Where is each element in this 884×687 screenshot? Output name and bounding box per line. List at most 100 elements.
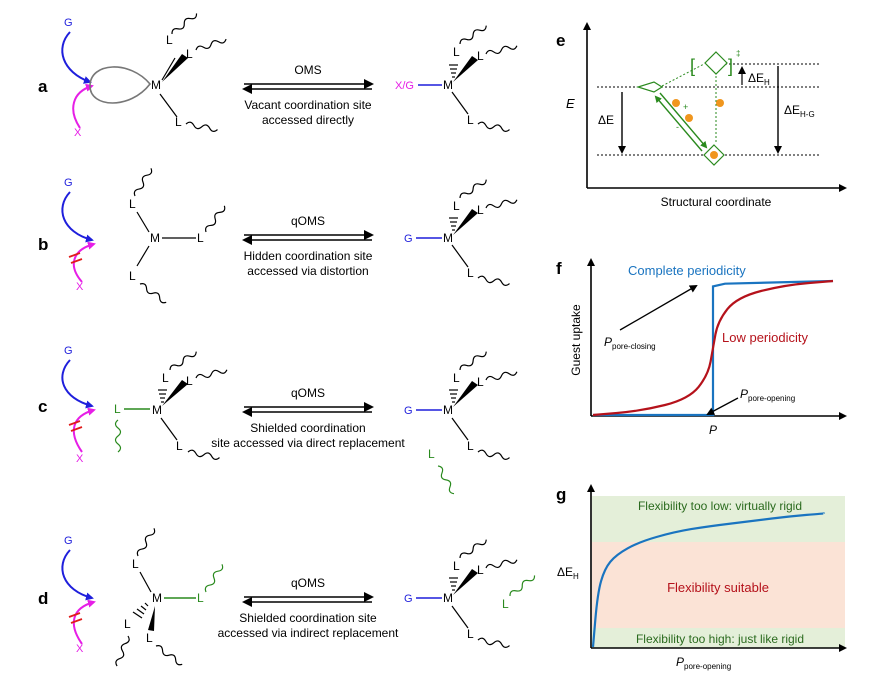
guest-molecule-3 (716, 99, 724, 107)
metal-a-product: M (443, 78, 453, 92)
ligand-b-3: L (129, 269, 136, 283)
competitor-label-b: X (76, 281, 84, 293)
svg-text:Ppore-opening: Ppore-opening (740, 387, 795, 403)
pore-opening-axis-sub: pore-opening (684, 662, 731, 671)
description-d-2: accessed via indirect replacement (218, 626, 399, 640)
pressure-axis-label: P (709, 423, 717, 437)
svg-text:Ppore-closing: Ppore-closing (604, 335, 656, 351)
delta-ehg-sub: H-G (800, 110, 815, 119)
mechanism-a: OMS (294, 63, 321, 77)
complete-periodicity-label: Complete periodicity (628, 263, 746, 278)
product-xg-label: X/G (395, 80, 414, 92)
guest-label-d: G (64, 535, 73, 547)
ligand-c-1: L (162, 371, 169, 385)
panel-c-letter: c (38, 397, 47, 416)
metal-d-product: M (443, 591, 453, 605)
ligand-b-p1: L (453, 199, 460, 213)
metal-b: M (150, 231, 160, 245)
pore-opening-axis-label: P (676, 655, 684, 669)
ligand-a-p2: L (477, 49, 484, 63)
ligand-d-2: L (124, 617, 131, 631)
description-a-1: Vacant coordination site (244, 98, 372, 112)
panel-g-letter: g (556, 485, 566, 504)
panel-d: d G X M L L L L qOMS Shielded coordinati… (38, 528, 536, 667)
ligand-d-p3: L (467, 627, 474, 641)
pore-opening-sub: pore-opening (748, 394, 795, 403)
mechanism-d: qOMS (291, 576, 325, 590)
competitor-arrow (72, 83, 94, 129)
delta-e-label: ΔE (598, 113, 614, 127)
uptake-axis-label: Guest uptake (569, 304, 583, 376)
description-a-2: accessed directly (262, 113, 354, 127)
competitor-label-c: X (76, 453, 84, 465)
ts-bracket-left: [ (690, 56, 695, 76)
guest-b-product: G (404, 233, 413, 245)
guest-c-product: G (404, 405, 413, 417)
guest-label-b: G (64, 177, 73, 189)
metal-c: M (152, 403, 162, 417)
ligand-c-p2: L (477, 375, 484, 389)
released-ligand-d: L (502, 597, 509, 611)
ligand-c-green: L (114, 402, 121, 416)
ligand-d-green: L (197, 591, 204, 605)
minus-sign: - (676, 122, 679, 132)
low-periodicity-label: Low periodicity (722, 330, 808, 345)
metal-a: M (151, 78, 161, 92)
panel-b-letter: b (38, 235, 48, 254)
ligand-c-3: L (176, 439, 183, 453)
vacant-site-lobe (89, 66, 152, 104)
too-low-region (592, 496, 845, 542)
too-high-region (592, 628, 845, 648)
panel-a-letter: a (38, 77, 48, 96)
plus-sign: + (683, 102, 688, 112)
panel-f: f Guest uptake P Complete periodicity Lo… (556, 258, 847, 437)
ligand-a-3: L (175, 115, 182, 129)
guest-molecule-2 (685, 114, 693, 122)
suitable-label: Flexibility suitable (667, 580, 769, 595)
svg-text:ΔEH: ΔEH (748, 71, 770, 87)
delta-ehg-label: ΔE (784, 103, 800, 117)
wedge-a (162, 54, 188, 82)
pore-closing-sub: pore-closing (612, 342, 656, 351)
coordinate-axis-label: Structural coordinate (661, 195, 772, 209)
guest-d-product: G (404, 593, 413, 605)
ligand-d-1: L (132, 557, 139, 571)
panel-e: e E Structural coordinate ΔE ΔEH-G ΔEH [… (556, 22, 847, 209)
ts-mark: ‡ (736, 49, 740, 58)
ligand-c-p1: L (453, 371, 460, 385)
delta-eh-sub: H (764, 78, 770, 87)
panel-e-letter: e (556, 31, 565, 50)
metal-b-product: M (443, 231, 453, 245)
too-high-label: Flexibility too high: just like rigid (636, 632, 804, 646)
delta-eh-label: ΔE (748, 71, 764, 85)
released-ligand-c: L (428, 447, 435, 461)
ligand-c-p3: L (467, 439, 474, 453)
ligand-a-p1: L (453, 45, 460, 59)
svg-text:ΔEH-G: ΔEH-G (784, 103, 815, 119)
ligand-b-p3: L (467, 266, 474, 280)
description-c-1: Shielded coordination (250, 421, 365, 435)
ligand-a-1: L (166, 33, 173, 47)
panel-a: a G X M L L L OMS Vacant coordination si… (38, 13, 518, 139)
ligand-a-2: L (186, 47, 193, 61)
panel-c: c G X L M L L L qOMS Shielded coordinati… (38, 345, 518, 495)
svg-text:ΔEH: ΔEH (557, 565, 579, 581)
mechanism-c: qOMS (291, 386, 325, 400)
pore-opening-label: P (740, 387, 748, 401)
flexibility-curve (591, 512, 826, 648)
suitable-region (592, 542, 845, 628)
ligand-c-2: L (186, 374, 193, 388)
svg-text:Ppore-opening: Ppore-opening (676, 655, 731, 671)
panel-f-letter: f (556, 259, 562, 278)
low-periodicity-curve (592, 279, 834, 417)
ligand-d-p2: L (477, 563, 484, 577)
energy-axis-label: E (566, 96, 575, 111)
block-mark-b (68, 252, 83, 264)
ligand-b-1: L (129, 197, 136, 211)
ligand-a-p3: L (467, 113, 474, 127)
guest-arrow (61, 31, 92, 84)
ligand-b-p2: L (477, 203, 484, 217)
delta-eh-axis-sub: H (573, 572, 579, 581)
guest-molecule-1 (672, 99, 680, 107)
